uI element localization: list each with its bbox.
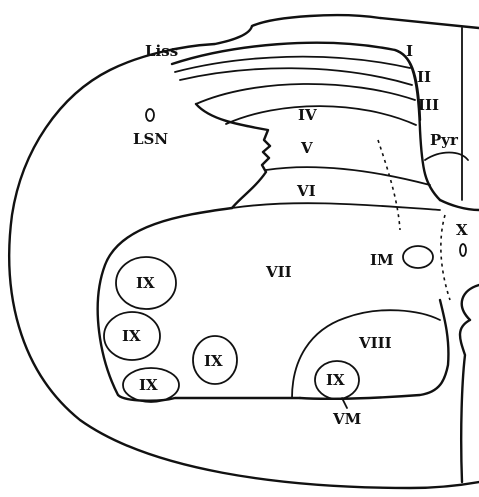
lamina-v-boundary xyxy=(266,167,430,185)
label-ix-3: IX xyxy=(139,376,158,394)
label-lamina-vii: VII xyxy=(265,263,292,281)
lateral-edge-laminae xyxy=(196,104,270,208)
label-ix-4: IX xyxy=(204,352,223,370)
dashed-boundary-lamina-v xyxy=(378,140,400,230)
label-lamina-v: V xyxy=(300,139,313,157)
lsn-nucleus-oval xyxy=(146,109,154,121)
label-ix-5: IX xyxy=(326,371,345,389)
lamina-iv-boundary xyxy=(226,106,416,125)
spinal-cord-outline xyxy=(9,15,479,488)
lamina-vi-boundary xyxy=(232,203,440,210)
central-canal-region xyxy=(440,200,479,210)
label-lamina-iii: III xyxy=(418,96,439,114)
label-vm: VM xyxy=(332,410,361,428)
label-lamina-iv: IV xyxy=(298,106,317,124)
label-lamina-ii: II xyxy=(417,68,431,86)
label-ix-1: IX xyxy=(136,274,155,292)
label-liss: Liss xyxy=(145,42,178,60)
lamina-iii-boundary xyxy=(180,68,412,85)
central-canal-oval xyxy=(460,244,466,256)
im-nucleus xyxy=(403,246,433,268)
ventral-fissure-upper xyxy=(460,285,479,482)
label-lamina-i: I xyxy=(406,42,413,60)
label-pyr: Pyr xyxy=(430,131,459,149)
label-lamina-x: X xyxy=(456,221,468,239)
lamina-ii-boundary xyxy=(175,57,410,72)
label-lamina-vi: VI xyxy=(296,182,316,200)
label-lamina-viii: VIII xyxy=(358,334,392,352)
lamina-viii-boundary xyxy=(292,310,440,398)
lamina-iii-lower-boundary xyxy=(196,84,415,104)
label-lsn: LSN xyxy=(133,130,168,148)
dashed-boundary-lamina-x xyxy=(441,215,450,300)
label-im: IM xyxy=(370,251,394,269)
label-ix-2: IX xyxy=(122,327,141,345)
lamina-i-boundary xyxy=(172,43,420,120)
